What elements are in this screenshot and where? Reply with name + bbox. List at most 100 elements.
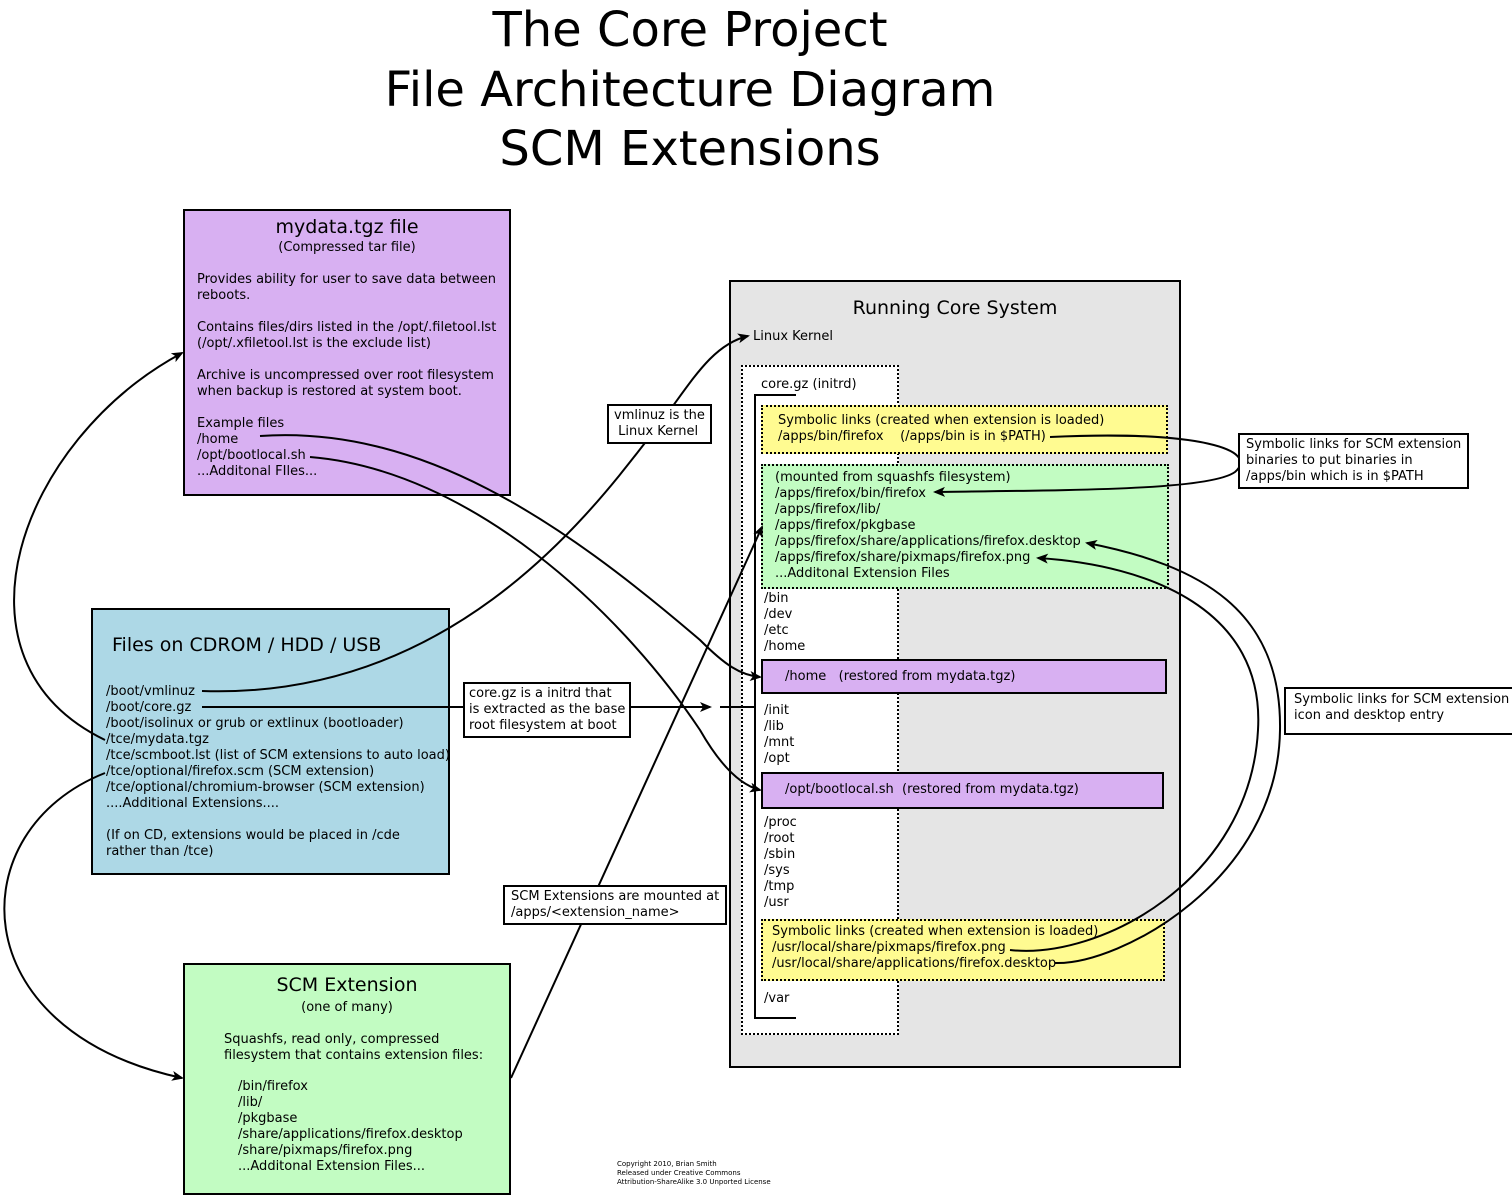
mounted-line: /apps/firefox/lib/: [775, 502, 881, 517]
root-dir: /sbin: [764, 847, 796, 862]
root-dir: /proc: [764, 815, 797, 830]
callout-line: Linux Kernel: [614, 424, 699, 439]
root-dir: /home: [764, 639, 806, 654]
root-dir: /etc: [764, 623, 789, 638]
mounted-line: ...Additonal Extension Files: [775, 566, 950, 581]
mydata-line: [197, 304, 496, 320]
arrow-extension-mount: [510, 525, 763, 1079]
root-dir: /sys: [764, 863, 790, 878]
callout-line: is extracted as the base: [469, 702, 626, 717]
mydata-line: ...Additonal FIles...: [197, 464, 318, 479]
root-dirs-group-2: /init /lib /mnt /opt: [764, 703, 794, 767]
mydata-line: Contains files/dirs listed in the /opt/.…: [197, 320, 497, 335]
root-dir: /init: [764, 703, 789, 718]
symlinks-top-text: Symbolic links (created when extension i…: [778, 413, 1104, 445]
running-core-system-title: Running Core System: [852, 297, 1058, 319]
diagram-title-line-2: File Architecture Diagram: [384, 62, 996, 118]
callout-line: binaries to put binaries in: [1246, 453, 1413, 468]
files-lines: /boot/vmlinuz /boot/core.gz /boot/isolin…: [106, 684, 450, 860]
callout-line: /apps/<extension_name>: [511, 905, 680, 920]
mounted-squashfs-text: (mounted from squashfs filesystem) /apps…: [775, 470, 1081, 582]
mydata-lines: Provides ability for user to save data b…: [197, 272, 496, 480]
copyright-notice: Copyright 2010, Brian Smith Released und…: [617, 1160, 771, 1187]
callout-vmlinuz: vmlinuz is the Linux Kernel: [607, 404, 712, 444]
root-dir: /bin: [764, 591, 789, 606]
diagram-title-line-1: The Core Project: [492, 2, 888, 58]
mydata-line: Provides ability for user to save data b…: [197, 272, 496, 287]
mounted-line: (mounted from squashfs filesystem): [775, 470, 1011, 485]
callout-line: Symbolic links for SCM extension: [1294, 692, 1510, 707]
scm-extension-subtitle: (one of many): [301, 1000, 393, 1015]
mydata-line: Archive is uncompressed over root filesy…: [197, 368, 494, 383]
mydata-subtitle: (Compressed tar file): [278, 240, 416, 255]
callout-symlink-icons: Symbolic links for SCM extension icon an…: [1284, 687, 1512, 735]
root-dirs-group-1: /bin /dev /etc /home: [764, 591, 805, 655]
file-entry: /boot/vmlinuz: [106, 684, 195, 699]
initrd-label: core.gz (initrd): [761, 377, 857, 392]
symlinks-top-heading: Symbolic links (created when extension i…: [778, 413, 1105, 428]
root-dir: /dev: [764, 607, 793, 622]
callout-line: /apps/bin which is in $PATH: [1246, 469, 1424, 484]
extension-file: /pkgbase: [238, 1111, 298, 1126]
mydata-line: Example files: [197, 416, 285, 431]
symlinks-top-entry: /apps/bin/firefox (/apps/bin is in $PATH…: [778, 429, 1046, 444]
scm-extension-box: [183, 963, 511, 1195]
mydata-line: /opt/bootlocal.sh: [197, 448, 306, 463]
mounted-line: /apps/firefox/bin/firefox: [775, 486, 927, 501]
mydata-line: when backup is restored at system boot.: [197, 384, 462, 399]
symlinks-bottom-entry: /usr/local/share/applications/firefox.de…: [772, 956, 1057, 971]
symlinks-bottom-heading: Symbolic links (created when extension i…: [772, 924, 1099, 939]
copyright-line: Released under Creative Commons: [617, 1169, 741, 1177]
scm-extension-title: SCM Extension: [276, 974, 418, 996]
extension-file: /lib/: [238, 1095, 263, 1110]
mounted-line: /apps/firefox/pkgbase: [775, 518, 916, 533]
file-entry: /tce/mydata.tgz: [106, 732, 209, 747]
root-dirs-group-3: /proc /root /sbin /sys /tmp /usr: [764, 815, 797, 911]
file-entry: /tce/optional/chromium-browser (SCM exte…: [106, 780, 425, 795]
file-entry: /tce/scmboot.lst (list of SCM extensions…: [106, 748, 450, 763]
extension-file: /bin/firefox: [238, 1079, 308, 1094]
file-note: (If on CD, extensions would be placed in…: [106, 828, 400, 843]
extension-file: /share/applications/firefox.desktop: [238, 1127, 463, 1142]
file-entry: ....Additional Extensions....: [106, 796, 280, 811]
root-dir: /usr: [764, 895, 789, 910]
root-dir: /opt: [764, 751, 790, 766]
callout-symlink-binaries: Symbolic links for SCM extension binarie…: [1238, 433, 1470, 489]
extension-file: /share/pixmaps/firefox.png: [238, 1143, 413, 1158]
linux-kernel-label: Linux Kernel: [753, 329, 833, 344]
callout-coregz: core.gz is a initrd that is extracted as…: [463, 682, 632, 738]
description-line: filesystem that contains extension files…: [224, 1048, 484, 1063]
bootlocal-restored-label: /opt/bootlocal.sh (restored from mydata.…: [785, 782, 1079, 797]
callout-scm-mount: SCM Extensions are mounted at /apps/<ext…: [503, 885, 728, 925]
root-dir: /mnt: [764, 735, 795, 750]
copyright-line: Attribution-ShareAlike 3.0 Unported Lice…: [617, 1178, 771, 1186]
file-entry: /boot/core.gz: [106, 700, 192, 715]
mydata-line: /home: [197, 432, 239, 447]
description-line: Squashfs, read only, compressed: [224, 1032, 440, 1047]
scm-extension-files: /bin/firefox /lib/ /pkgbase /share/appli…: [238, 1079, 463, 1175]
extension-file: ...Additonal Extension Files...: [238, 1159, 426, 1174]
root-dirs-group-4: /var: [764, 991, 789, 1007]
files-title: Files on CDROM / HDD / USB: [112, 634, 382, 656]
callout-line: icon and desktop entry: [1294, 708, 1445, 723]
root-dir: /lib: [764, 719, 784, 734]
home-restored-label: /home (restored from mydata.tgz): [785, 669, 1016, 684]
file-entry: /tce/optional/firefox.scm (SCM extension…: [106, 764, 375, 779]
root-dir: /root: [764, 831, 795, 846]
copyright-line: Copyright 2010, Brian Smith: [617, 1160, 717, 1168]
symlinks-bottom-text: Symbolic links (created when extension i…: [772, 924, 1098, 972]
file-entry: /boot/isolinux or grub or extlinux (boot…: [106, 716, 404, 731]
scm-extension-description: Squashfs, read only, compressed filesyst…: [224, 1032, 483, 1064]
callout-line: core.gz is a initrd that: [469, 686, 612, 701]
mydata-line: reboots.: [197, 288, 251, 303]
callout-line: Symbolic links for SCM extension: [1246, 437, 1462, 452]
callout-line: root filesystem at boot: [469, 718, 617, 733]
mounted-line: /apps/firefox/share/applications/firefox…: [775, 534, 1081, 549]
callout-line: SCM Extensions are mounted at: [511, 889, 720, 904]
mydata-line: [197, 400, 496, 416]
mounted-line: /apps/firefox/share/pixmaps/firefox.png: [775, 550, 1031, 565]
mydata-line: [197, 352, 496, 368]
mydata-line: (/opt/.xfiletool.lst is the exclude list…: [197, 336, 431, 351]
file-entry: [106, 812, 450, 828]
file-note: rather than /tce): [106, 844, 214, 859]
